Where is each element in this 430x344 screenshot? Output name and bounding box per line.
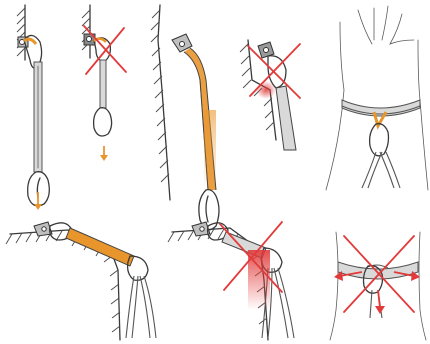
tree-sling-icon	[342, 100, 420, 126]
rock-wall-hatch	[17, 5, 25, 60]
panel-extended-over-edge-incorrect	[168, 222, 294, 340]
carabiner-icon	[94, 38, 110, 62]
rock-wall-hatch	[151, 5, 170, 200]
rope-icon	[362, 152, 400, 188]
quickdraw-sling-icon	[100, 60, 106, 108]
tree-sling-icon	[338, 262, 418, 279]
panel-sling-edge-incorrect	[240, 40, 300, 150]
extended-sling-icon	[66, 228, 134, 266]
rope-icon	[126, 276, 156, 338]
down-arrow-icon	[375, 290, 385, 314]
panel-tree-girth-correct	[326, 6, 428, 190]
tree-trunk-icon	[330, 232, 426, 340]
panel-long-sling-correct	[151, 5, 219, 230]
panel-quickdraw-correct	[17, 5, 49, 210]
quickdraw-sling-icon	[34, 62, 42, 172]
carabiner-icon	[370, 124, 389, 156]
panel-quickdraw-incorrect	[82, 5, 126, 161]
down-arrow-icon	[34, 192, 42, 210]
sling-icon	[276, 86, 296, 150]
panel-girth-hitch-triaxial-incorrect	[330, 232, 426, 340]
bottom-carabiner-icon	[94, 108, 112, 136]
down-arrow-icon	[100, 146, 108, 161]
long-sling-icon	[184, 48, 216, 190]
edge-friction-highlight	[256, 81, 276, 99]
panel-extended-over-edge-correct	[6, 222, 156, 340]
